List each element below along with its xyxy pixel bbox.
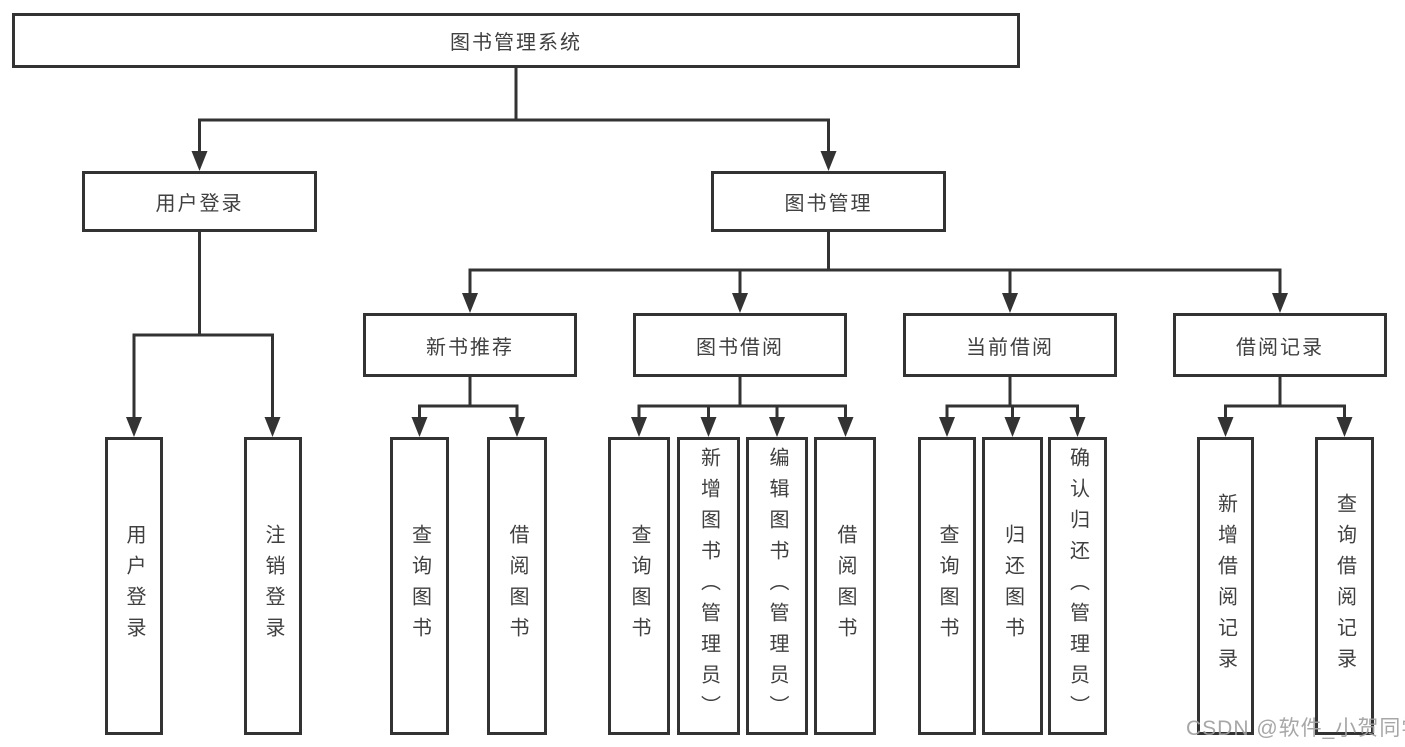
- leaf-borrow-books: 借阅图书: [487, 437, 547, 735]
- arrowheads: [126, 151, 1353, 437]
- leaf-query-books: 查询图书: [918, 437, 976, 735]
- node-borrowing-records: 借阅记录: [1173, 313, 1387, 377]
- leaf-query-borrow-record: 查询借阅记录: [1315, 437, 1374, 735]
- leaf-user-login: 用户登录: [105, 437, 163, 735]
- node-new-book-recommendation: 新书推荐: [363, 313, 577, 377]
- leaf-logout: 注销登录: [244, 437, 302, 735]
- leaf-return-books: 归还图书: [982, 437, 1043, 735]
- leaf-edit-books-admin: 编辑图书（管理员）: [746, 437, 808, 735]
- leaf-confirm-return-admin: 确认归还（管理员）: [1048, 437, 1107, 735]
- leaf-borrow-books: 借阅图书: [814, 437, 876, 735]
- node-user-login: 用户登录: [82, 171, 317, 232]
- node-current-borrowing: 当前借阅: [903, 313, 1117, 377]
- csdn-watermark: CSDN @软件_小贺同学: [1186, 717, 1405, 740]
- leaf-add-books-admin: 新增图书（管理员）: [677, 437, 740, 735]
- leaf-query-books: 查询图书: [608, 437, 670, 735]
- node-book-borrowing: 图书借阅: [633, 313, 847, 377]
- leaf-add-borrow-record: 新增借阅记录: [1197, 437, 1254, 735]
- leaf-query-books: 查询图书: [390, 437, 449, 735]
- node-library-management-system: 图书管理系统: [12, 13, 1020, 68]
- node-book-management: 图书管理: [711, 171, 946, 232]
